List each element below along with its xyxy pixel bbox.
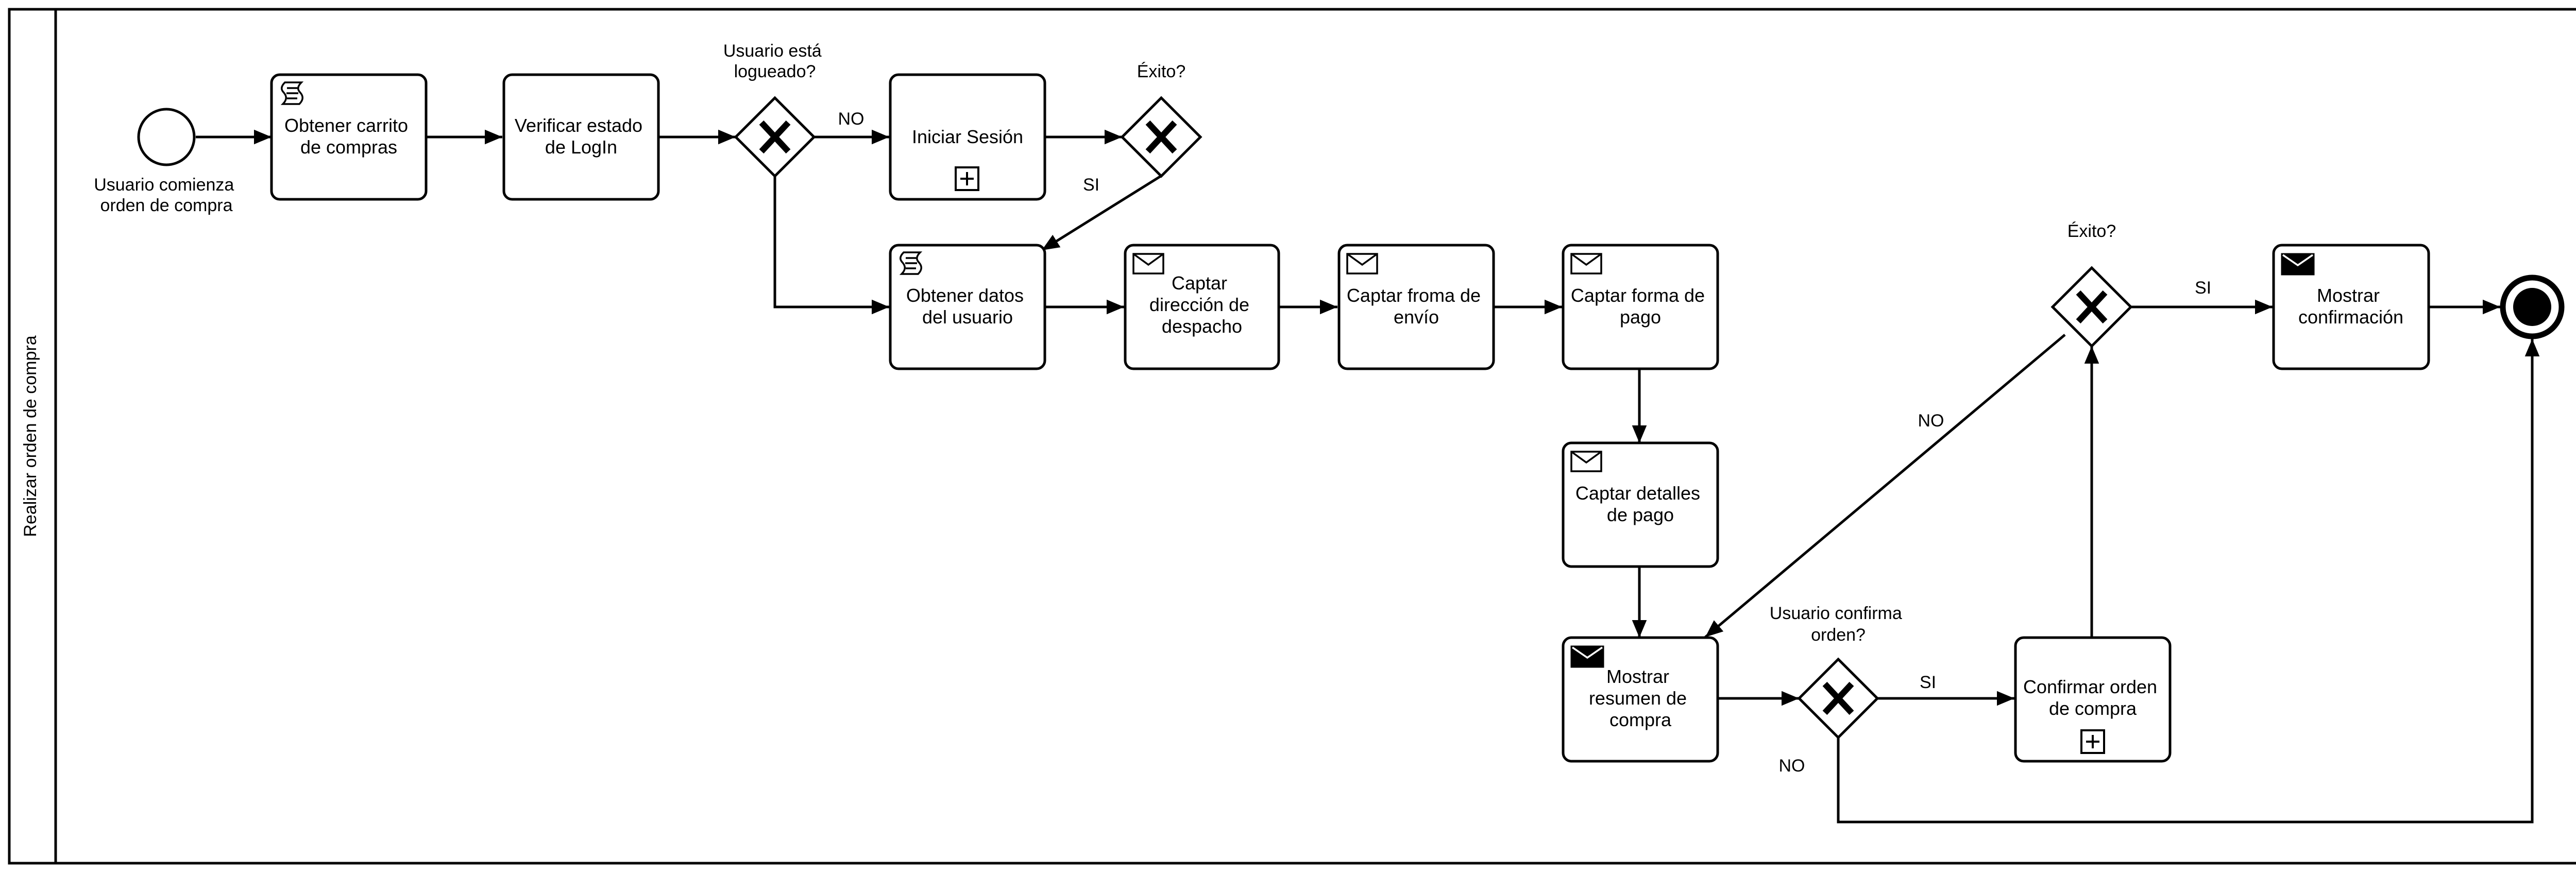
- end-event-inner: [2513, 288, 2551, 326]
- start-event[interactable]: Usuario comienza orden de compra: [94, 108, 239, 215]
- task-label: Verificar estado de LogIn: [515, 115, 648, 158]
- envelope-outline-icon: [1132, 253, 1164, 275]
- flow-labels: NO SI SI NO NO SI: [838, 109, 2212, 776]
- gateway-usuario-logueado[interactable]: Usuario está logueado?: [723, 41, 826, 178]
- flow-label-si-login: SI: [1083, 175, 1099, 195]
- envelope-outline-icon: [1570, 451, 1602, 472]
- tasks: Obtener carrito de compras Verificar est…: [270, 73, 2430, 763]
- gateway-label: Éxito?: [2067, 221, 2116, 241]
- gateway-label: Éxito?: [1137, 62, 1186, 81]
- task-label: Iniciar Sesión: [912, 126, 1023, 147]
- start-event-circle[interactable]: [137, 108, 196, 166]
- task-obtener-carrito[interactable]: Obtener carrito de compras: [270, 73, 428, 201]
- task-verificar-login[interactable]: Verificar estado de LogIn: [502, 73, 660, 201]
- flow-label-no-login: NO: [838, 109, 865, 129]
- gateway-label: Usuario está logueado?: [723, 41, 826, 81]
- task-confirmar-orden[interactable]: Confirmar orden de compra: [2014, 636, 2172, 763]
- flow-label-no-exito: NO: [1918, 411, 1944, 431]
- task-label: Captar detalles de pago: [1575, 483, 1705, 525]
- task-label: Captar froma de envío: [1347, 285, 1486, 328]
- flow-gw-exito-to-obtener-datos[interactable]: [1041, 175, 1162, 252]
- exclusive-x-icon: [759, 120, 791, 154]
- flow-gw-logueado-to-obtener-datos[interactable]: [773, 176, 889, 315]
- script-icon: [899, 251, 923, 275]
- envelope-filled-icon: [2281, 253, 2315, 276]
- task-mostrar-resumen[interactable]: Mostrar resumen de compra: [1562, 636, 1719, 763]
- envelope-outline-icon: [1570, 253, 1602, 275]
- flow-label-no-confirma: NO: [1779, 756, 1805, 776]
- exclusive-x-icon: [2076, 290, 2108, 324]
- task-label: Mostrar confirmación: [2298, 285, 2403, 328]
- subprocess-plus-icon: [2080, 729, 2105, 754]
- task-label: Captar dirección de despacho: [1149, 272, 1255, 337]
- sequence-flows: [196, 129, 2540, 824]
- flow-gw-exito-final-to-resumen[interactable]: [1704, 334, 2066, 638]
- pool: Realizar orden de compra: [8, 8, 2576, 865]
- task-captar-detalles[interactable]: Captar detalles de pago: [1562, 441, 1719, 568]
- exclusive-x-icon: [1822, 681, 1854, 715]
- task-label: Obtener datos del usuario: [906, 285, 1029, 328]
- pool-label: Realizar orden de compra: [21, 335, 40, 537]
- task-captar-direccion[interactable]: Captar dirección de despacho: [1124, 244, 1280, 370]
- end-event[interactable]: [2500, 275, 2565, 339]
- task-label: Mostrar resumen de compra: [1589, 666, 1692, 730]
- script-icon: [280, 81, 304, 105]
- subprocess-plus-icon: [955, 166, 979, 191]
- exclusive-x-icon: [1145, 120, 1177, 154]
- task-label: Obtener carrito de compras: [284, 115, 413, 158]
- task-label: Confirmar orden de compra: [2023, 676, 2162, 719]
- flow-label-si-exito: SI: [2195, 278, 2211, 298]
- gateway-usuario-confirma[interactable]: Usuario confirma orden?: [1770, 604, 1907, 740]
- task-obtener-datos[interactable]: Obtener datos del usuario: [889, 244, 1046, 370]
- envelope-filled-icon: [1570, 645, 1604, 668]
- flow-gw-confirma-to-end[interactable]: [1837, 339, 2540, 824]
- gateways: Usuario está logueado? Éxito? Usuario co…: [723, 41, 2133, 740]
- envelope-outline-icon: [1346, 253, 1378, 275]
- task-captar-envio[interactable]: Captar froma de envío: [1337, 244, 1495, 370]
- gateway-exito-login[interactable]: Éxito?: [1120, 62, 1202, 178]
- pool-border: [8, 8, 2576, 865]
- task-label: Captar forma de pago: [1571, 285, 1710, 328]
- start-event-label: Usuario comienza orden de compra: [94, 175, 239, 215]
- task-captar-forma-pago[interactable]: Captar forma de pago: [1562, 244, 1719, 370]
- gateway-label: Usuario confirma orden?: [1770, 604, 1907, 645]
- task-mostrar-confirmacion[interactable]: Mostrar confirmación: [2272, 244, 2430, 370]
- gateway-exito-final[interactable]: Éxito?: [2050, 221, 2133, 348]
- flow-label-si-confirma: SI: [1920, 673, 1936, 692]
- task-iniciar-sesion[interactable]: Iniciar Sesión: [889, 73, 1046, 201]
